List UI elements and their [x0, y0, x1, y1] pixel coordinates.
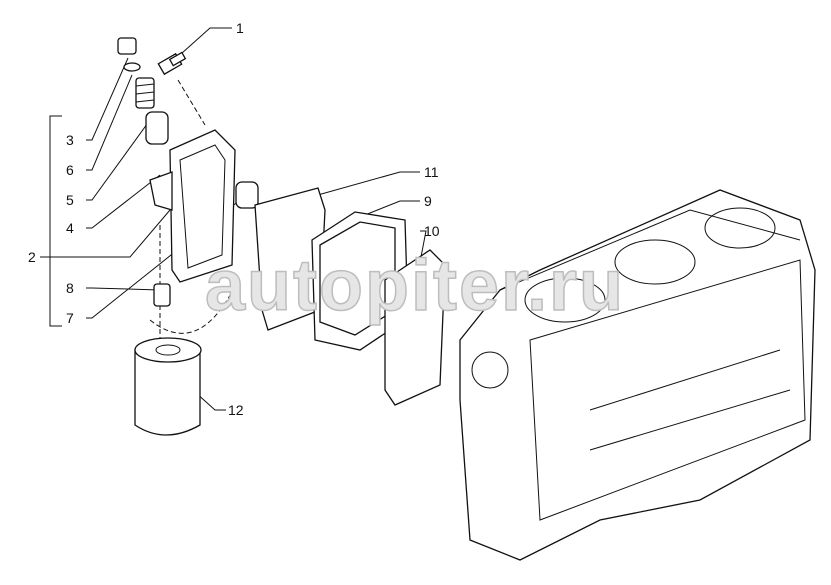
callout-5: 5 — [66, 192, 74, 208]
plug-part — [117, 37, 137, 55]
engine-block-part — [459, 189, 816, 561]
callout-9: 9 — [424, 193, 432, 209]
nipple-part — [153, 283, 171, 307]
oil-cooler-part — [311, 211, 409, 351]
callout-3: 3 — [66, 132, 74, 148]
callout-12: 12 — [228, 402, 244, 418]
callout-10: 10 — [424, 223, 440, 239]
valve-piston-part — [145, 111, 169, 145]
callout-1: 1 — [236, 20, 244, 36]
bolt-part — [157, 51, 187, 76]
callout-7: 7 — [66, 310, 74, 326]
callout-11: 11 — [424, 164, 439, 180]
spring-part — [135, 77, 155, 109]
washer-part — [123, 62, 141, 72]
callout-4: 4 — [66, 220, 74, 236]
callout-8: 8 — [66, 280, 74, 296]
leader-lines — [40, 27, 427, 411]
filter-head-housing — [149, 129, 259, 283]
callout-2: 2 — [28, 249, 36, 265]
oil-filter-part — [134, 337, 202, 436]
cooler-gasket-part — [384, 249, 446, 406]
callout-6: 6 — [66, 162, 74, 178]
assembly-axes — [149, 79, 239, 340]
